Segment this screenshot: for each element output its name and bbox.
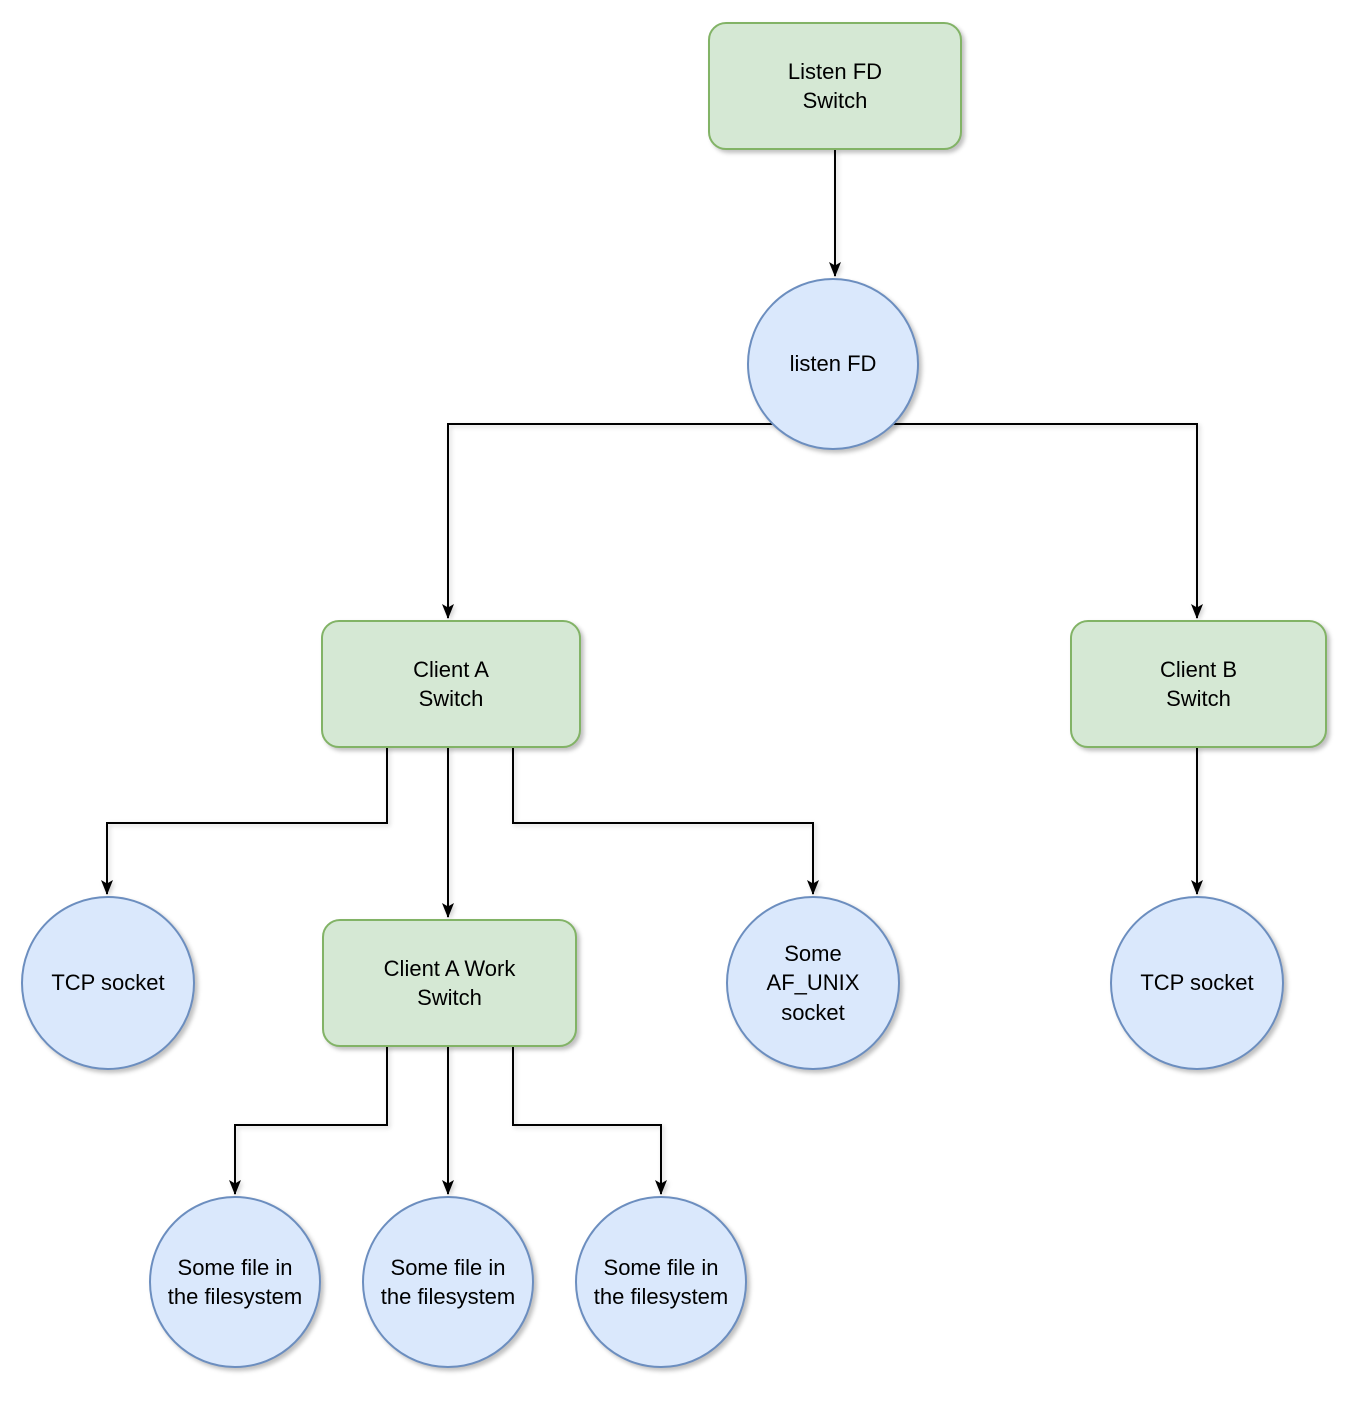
node-client-a-work-switch: Client A Work Switch [322, 919, 577, 1047]
node-client-a-switch: Client A Switch [321, 620, 581, 748]
node-label: TCP socket [51, 970, 165, 996]
edge-client-a-work-switch-to-file-1 [229, 1047, 388, 1195]
node-file-3: Some file in the filesystem [575, 1196, 747, 1368]
node-label: Listen FD Switch [787, 58, 883, 113]
node-label: Some file in the filesystem [593, 1254, 729, 1309]
node-client-b-switch: Client B Switch [1070, 620, 1327, 748]
edge-listen-fd-to-client-a-switch [442, 423, 833, 619]
node-label: Some file in the filesystem [380, 1254, 516, 1309]
node-label: Client B Switch [1159, 656, 1238, 711]
node-label: Client A Work Switch [383, 955, 516, 1010]
node-tcp-socket-a: TCP socket [21, 896, 195, 1070]
node-label: listen FD [789, 351, 877, 377]
node-tcp-socket-b: TCP socket [1110, 896, 1284, 1070]
edge-client-a-switch-to-tcp-socket-a [101, 748, 388, 895]
node-file-2: Some file in the filesystem [362, 1196, 534, 1368]
node-label: TCP socket [1140, 970, 1254, 996]
edge-client-a-work-switch-to-file-3 [512, 1047, 667, 1195]
node-label: Some file in the filesystem [167, 1254, 303, 1309]
node-listen-fd-switch: Listen FD Switch [708, 22, 962, 150]
node-listen-fd: listen FD [747, 278, 919, 450]
node-file-1: Some file in the filesystem [149, 1196, 321, 1368]
node-some-af-unix-socket: Some AF_UNIX socket [726, 896, 900, 1070]
edge-listen-fd-to-client-b-switch [833, 423, 1203, 619]
node-label: Client A Switch [413, 656, 489, 711]
edge-client-a-switch-to-some-af-unix-socket [512, 748, 819, 895]
node-label: Some AF_UNIX socket [766, 941, 860, 1025]
